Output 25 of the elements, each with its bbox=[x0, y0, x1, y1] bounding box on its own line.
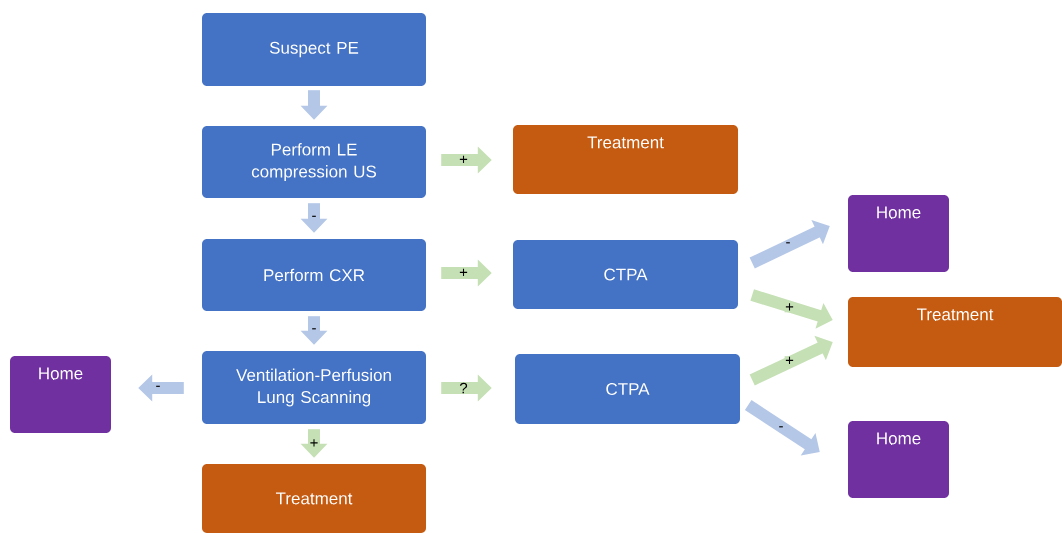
edge-label: - bbox=[155, 385, 161, 391]
process-box: Home bbox=[10, 356, 111, 433]
edge-label: + bbox=[458, 155, 469, 165]
process-box: Ventilation-Perfusion Lung Scanning bbox=[202, 351, 426, 424]
edge-label: + bbox=[784, 302, 795, 313]
process-box: Treatment bbox=[513, 125, 738, 194]
process-box: CTPA bbox=[513, 240, 738, 309]
process-box: Perform CXR bbox=[202, 239, 426, 311]
edge-label: - bbox=[311, 215, 317, 221]
process-box: Suspect PE bbox=[202, 13, 426, 86]
process-box: Home bbox=[848, 421, 949, 498]
edge-label: + bbox=[784, 356, 795, 366]
process-box: CTPA bbox=[515, 354, 740, 424]
edge-label: - bbox=[785, 241, 791, 248]
process-box: Treatment bbox=[202, 464, 426, 533]
edge-label: + bbox=[309, 438, 319, 449]
edge-label: - bbox=[311, 327, 317, 334]
block-arrow bbox=[749, 219, 830, 269]
process-box: Perform LE compression US bbox=[202, 126, 426, 198]
block-arrow bbox=[749, 335, 833, 386]
edge-label: - bbox=[778, 425, 784, 432]
process-box: Home bbox=[848, 195, 949, 272]
edge-label: ? bbox=[458, 382, 469, 394]
edge-label: + bbox=[458, 268, 469, 278]
process-box: Treatment bbox=[848, 297, 1062, 367]
